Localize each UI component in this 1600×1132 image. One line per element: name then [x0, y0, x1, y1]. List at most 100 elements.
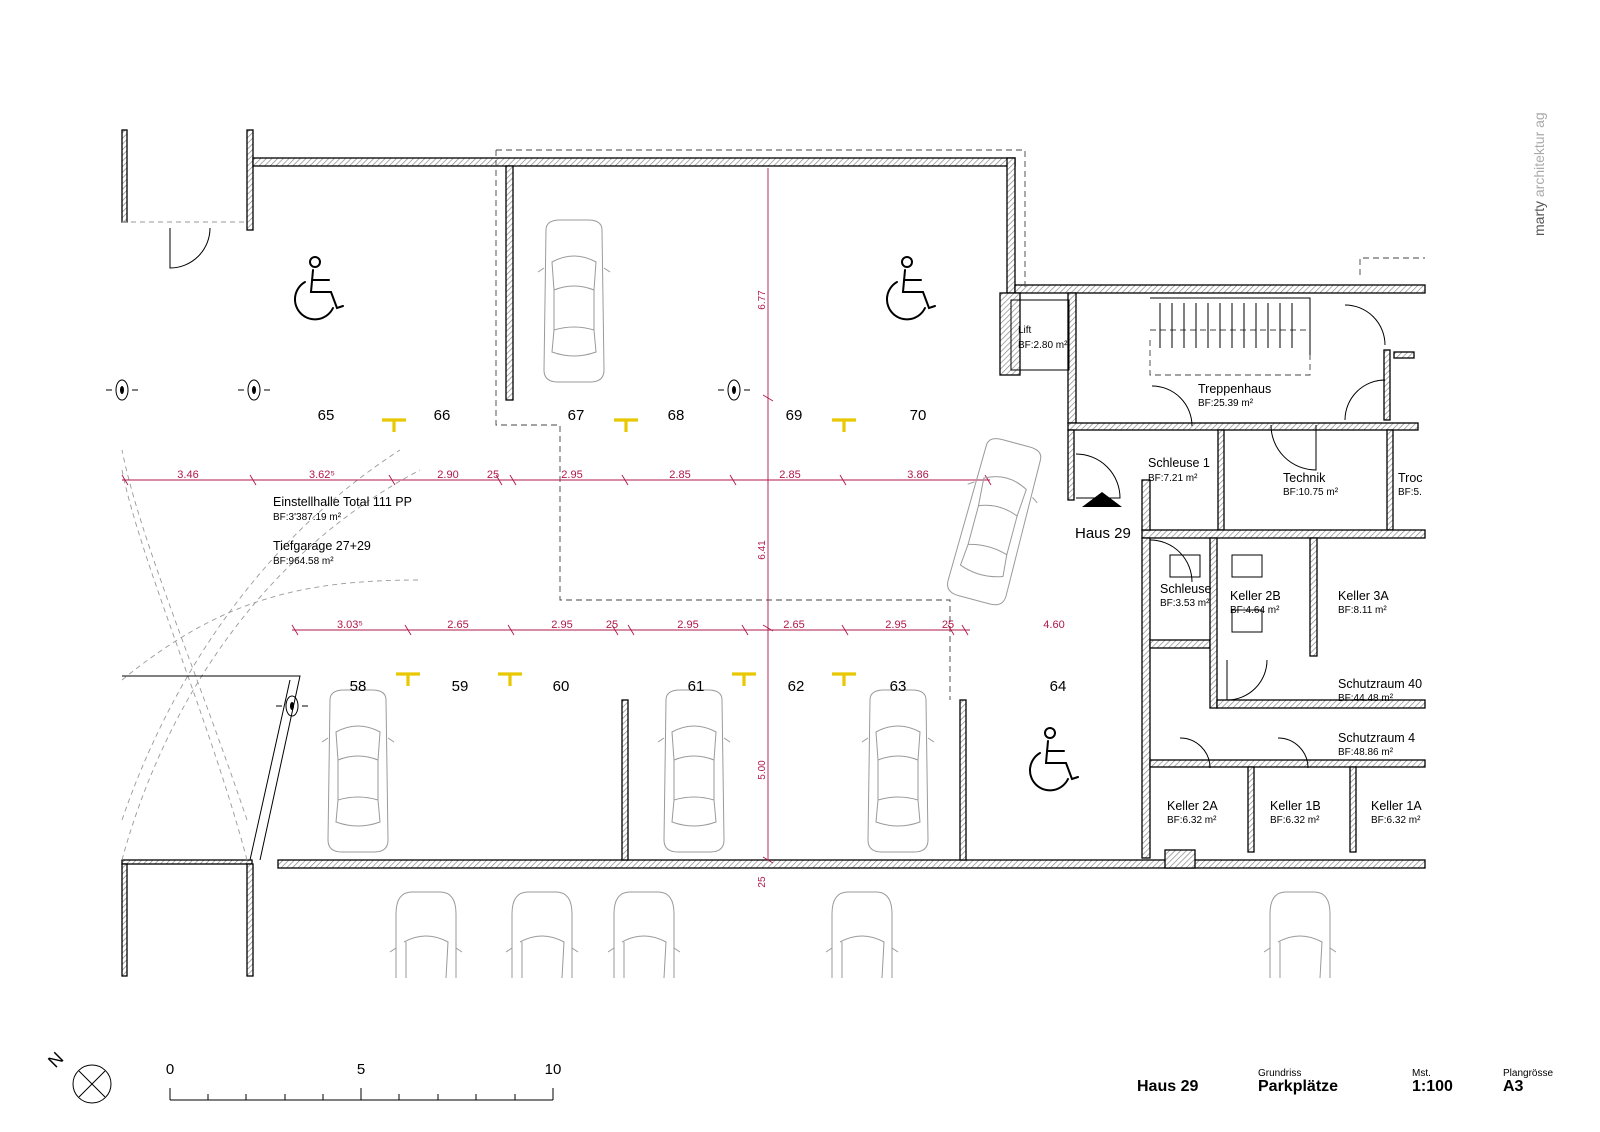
room-name: Treppenhaus [1198, 382, 1271, 396]
dimension-text: 25 [487, 469, 499, 481]
dimension-text: 3.46 [177, 469, 198, 481]
room-name: Schutzraum 4 [1338, 731, 1415, 745]
parking-space-label: 68 [668, 407, 685, 424]
wheelchair-icon [885, 256, 936, 321]
room-area: BF:4.64 m² [1230, 605, 1280, 616]
room-area: BF:6.32 m² [1270, 815, 1320, 826]
north-arrow: N [44, 1048, 112, 1104]
scale-tick-label: 10 [545, 1061, 562, 1078]
room-area: BF:5. [1398, 487, 1422, 498]
dimension-text: 25 [757, 876, 768, 888]
hall-area: BF:3'387.19 m² [273, 512, 342, 523]
dimension-row-1: 3.46 3.62⁵ 2.90 25 2.95 2.85 2.85 3.86 [177, 469, 928, 481]
office-name: marty architektur ag [1531, 112, 1547, 236]
parking-space-label: 59 [452, 678, 469, 695]
room-labels: Lift BF:2.80 m² Treppenhaus BF:25.39 m² … [1018, 325, 1423, 826]
room-name: Schleuse 1 [1148, 456, 1210, 470]
dimension-text: 25 [606, 619, 618, 631]
room-area: BF:3.53 m² [1160, 598, 1210, 609]
parking-space-label: 60 [553, 678, 570, 695]
parking-space-label: 58 [350, 678, 367, 695]
room-name: Lift [1018, 325, 1032, 336]
dimension-vertical: 6.77 6.41 5.00 25 [757, 290, 768, 888]
construction-lines [121, 149, 1425, 861]
dimension-text: 6.41 [757, 540, 768, 560]
project-name: Haus 29 [1137, 1078, 1198, 1095]
room-name: Schleuse [1160, 582, 1211, 596]
size-caption: Plangrösse [1503, 1068, 1553, 1079]
hall-labels: Einstellhalle Total 111 PP BF:3'387.19 m… [273, 495, 412, 567]
wheelchair-icon [293, 256, 344, 321]
parking-space-label: 61 [688, 678, 705, 695]
room-area: BF:25.39 m² [1198, 398, 1254, 409]
drawing-caption: Grundriss [1258, 1068, 1301, 1079]
room-area: BF:8.11 m² [1338, 605, 1387, 616]
north-label: N [44, 1048, 67, 1071]
parking-space-label: 70 [910, 407, 927, 424]
room-area: BF:7.21 m² [1148, 473, 1198, 484]
entrance-marker-icon [1082, 492, 1122, 507]
wheelchair-icon [1028, 727, 1079, 792]
parking-numbers-upper: 65 66 67 68 69 70 [318, 407, 927, 424]
room-name: Keller 2A [1167, 799, 1218, 813]
room-area: BF:10.75 m² [1283, 487, 1339, 498]
dimension-row-2: 3.03⁵ 2.65 2.95 25 2.95 2.65 2.95 25 4.6… [337, 619, 1065, 631]
dimension-text: 2.85 [779, 469, 800, 481]
scale-tick-label: 5 [357, 1061, 365, 1078]
parking-space-label: 66 [434, 407, 451, 424]
scale-tick-label: 0 [166, 1061, 174, 1078]
parking-space-label: 69 [786, 407, 803, 424]
dimension-text: 2.95 [561, 469, 582, 481]
entrance-label: Haus 29 [1075, 525, 1131, 542]
parking-space-label: 67 [568, 407, 585, 424]
title-block: Haus 29 Grundriss Parkplätze Mst. 1:100 … [1137, 1068, 1553, 1095]
dimension-text: 5.00 [757, 760, 768, 780]
room-area: BF:6.32 m² [1167, 815, 1217, 826]
floor-drain-icon [717, 379, 751, 401]
floor-drain-icon [237, 379, 271, 401]
room-name: Troc [1398, 471, 1423, 485]
scale-value: 1:100 [1412, 1078, 1453, 1095]
room-area: BF:44.48 m² [1338, 693, 1394, 704]
room-name: Technik [1283, 471, 1326, 485]
garage-area: BF:964.58 m² [273, 556, 334, 567]
dimension-text: 25 [942, 619, 954, 631]
parking-space-label: 63 [890, 678, 907, 695]
room-area: BF:2.80 m² [1018, 340, 1068, 351]
parking-numbers-lower: 58 59 60 61 62 63 64 [350, 678, 1067, 695]
dimension-text: 2.95 [551, 619, 572, 631]
dimension-text: 2.90 [437, 469, 458, 481]
room-name: Keller 3A [1338, 589, 1389, 603]
floor-drain-icon [105, 379, 139, 401]
scale-bar: 0 5 10 [166, 1061, 562, 1101]
walls [121, 129, 1426, 977]
dimension-text: 2.95 [677, 619, 698, 631]
parking-space-label: 64 [1050, 678, 1067, 695]
office-name-bold: marty [1531, 201, 1547, 236]
dimension-text: 3.03⁵ [337, 619, 363, 631]
room-name: Keller 2B [1230, 589, 1281, 603]
dimension-text: 2.65 [783, 619, 804, 631]
room-name: Schutzraum 40 [1338, 677, 1422, 691]
dimension-text: 3.86 [907, 469, 928, 481]
hall-title: Einstellhalle Total 111 PP [273, 495, 412, 509]
dimension-text: 3.62⁵ [309, 469, 335, 481]
scale-caption: Mst. [1412, 1068, 1431, 1079]
parking-space-label: 62 [788, 678, 805, 695]
room-name: Keller 1A [1371, 799, 1422, 813]
dimension-text: 2.65 [447, 619, 468, 631]
dimension-lines [121, 168, 992, 864]
office-name-light: architektur ag [1531, 112, 1547, 197]
dimension-text: 2.95 [885, 619, 906, 631]
dimension-text: 2.85 [669, 469, 690, 481]
garage-title: Tiefgarage 27+29 [273, 539, 371, 553]
drawing-title: Parkplätze [1258, 1078, 1338, 1095]
size-value: A3 [1503, 1078, 1524, 1095]
room-area: BF:48.86 m² [1338, 747, 1394, 758]
dimension-text: 6.77 [757, 290, 768, 310]
room-area: BF:6.32 m² [1371, 815, 1421, 826]
parking-markers [380, 418, 858, 688]
room-name: Keller 1B [1270, 799, 1321, 813]
dimension-text: 4.60 [1043, 619, 1064, 631]
